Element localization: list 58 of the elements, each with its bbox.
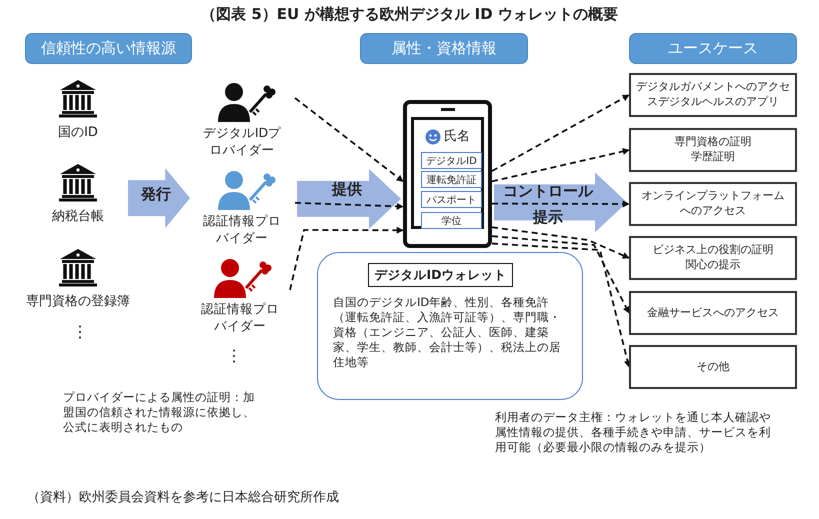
use-case-box (629, 128, 797, 172)
use-case-box (629, 291, 797, 335)
dashed-arrow (492, 226, 630, 259)
box-text: 金融サービスへのアクセス (647, 306, 779, 320)
wallet-text: 自国のデジタルID年齢、性別、各種免許（運転免許証、入漁許可証等）、専門職・資格（エンジニア、公証人、医師、建築家、学生、教師、会計士等）、税法上の居住地等 (333, 295, 562, 370)
edge-label: コントロール提示 (503, 181, 593, 228)
use-case-box (629, 73, 797, 117)
node-label: 国のID (57, 124, 99, 142)
header-band (629, 33, 797, 64)
header-text: ユースケース (668, 39, 758, 58)
block-arrow (494, 172, 627, 232)
edge-label: 提供 (330, 179, 363, 200)
use-case-box (629, 182, 797, 226)
dashed-arrow (492, 242, 631, 368)
field-text: デジタルID (426, 154, 477, 168)
note-text: 利用者のデータ主権：ウォレットを通じ本人確認や属性情報の提供、各種手続きや申請、サービスを利用可能（必要最小限の情報のみを提示） (495, 410, 772, 455)
phone-drawing (403, 100, 492, 248)
wallet-panel (317, 252, 583, 400)
field-text: 学位 (442, 214, 462, 228)
dashed-arrow (492, 200, 630, 208)
ellipsis-mark: ⋮ (72, 322, 86, 343)
header-text: 属性・資格情報 (392, 39, 496, 58)
box-text: ビジネス上の役割の証明関心の提示 (652, 243, 774, 273)
field-box (421, 212, 482, 229)
field-box (421, 171, 482, 188)
dashed-arrow (492, 148, 630, 182)
dashed-arrow (492, 94, 630, 172)
source-note: （資料）欧州委員会資料を参考に日本総合研究所作成 (27, 489, 339, 506)
header-text: 信頼性の高い情報源 (41, 39, 176, 58)
dashed-arrow (289, 226, 404, 290)
node-label: 専門資格の登録簿 (25, 293, 131, 311)
ellipsis-mark: ⋮ (226, 346, 240, 367)
node-label: デジタルIDプロバイダー (202, 125, 282, 159)
node-label: 納税台帳 (51, 208, 105, 226)
use-case-box (629, 236, 797, 280)
block-arrow (297, 168, 401, 229)
title: （図表 5）EU が構想する欧州デジタル ID ウォレットの概要 (200, 5, 619, 24)
use-case-box (629, 345, 797, 389)
field-text: 運転免許証 (426, 174, 476, 186)
box-text: その他 (696, 360, 730, 374)
edge-label: 発行 (140, 184, 172, 205)
note-text: プロバイダーによる属性の証明：加盟国の信頼された情報源に依拠し、公式に表明されたもの (63, 390, 256, 435)
box-text: 専門資格の証明学歴証明 (674, 135, 752, 165)
dashed-arrow (294, 202, 404, 210)
field-box (421, 191, 482, 208)
field-box (421, 152, 482, 169)
field-text: 氏名 (444, 128, 470, 145)
dashed-arrow (492, 235, 630, 314)
block-arrow (128, 168, 190, 228)
node-label: 認証情報プロバイダー (200, 301, 280, 335)
box-text: デジタルガバメントへのアクセスデジタルヘルスのアプリ (635, 80, 791, 110)
header-band (360, 33, 528, 64)
header-band (25, 33, 192, 64)
field-text: パスポート (426, 194, 476, 206)
title-box: デジタルIDウォレット (368, 263, 513, 287)
box-text: オンラインプラットフォームへのアクセス (640, 189, 786, 219)
node-label: 認証情報プロバイダー (202, 213, 282, 247)
dashed-arrow (294, 97, 404, 182)
